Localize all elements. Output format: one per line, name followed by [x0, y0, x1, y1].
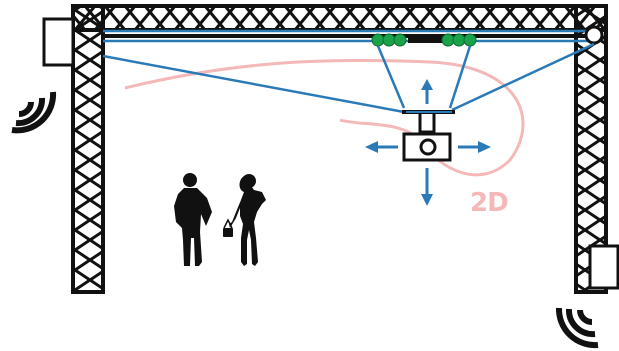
- pulley-icon: [584, 25, 604, 45]
- arrow-up-icon: [421, 79, 433, 104]
- motion-path: [124, 58, 525, 177]
- motion-label: 2D: [470, 188, 509, 218]
- arrow-down-icon: [421, 168, 433, 206]
- trolley-bar: [408, 38, 450, 43]
- top-truss-beam: [71, 4, 608, 32]
- arrow-left-icon: [365, 141, 398, 153]
- person-icon: [223, 174, 266, 266]
- speaker-icon: [588, 244, 619, 290]
- speaker-icon: [42, 17, 75, 67]
- wireless-signal-icon: [555, 307, 599, 349]
- person-icon: [174, 173, 212, 266]
- winch-icon: [371, 33, 477, 47]
- camera-icon: [402, 110, 455, 162]
- wireless-signal-icon: [11, 91, 57, 134]
- support-cables: [102, 42, 595, 114]
- left-truss-column: [71, 4, 105, 294]
- arrow-right-icon: [458, 141, 491, 153]
- right-truss-column: [574, 4, 608, 294]
